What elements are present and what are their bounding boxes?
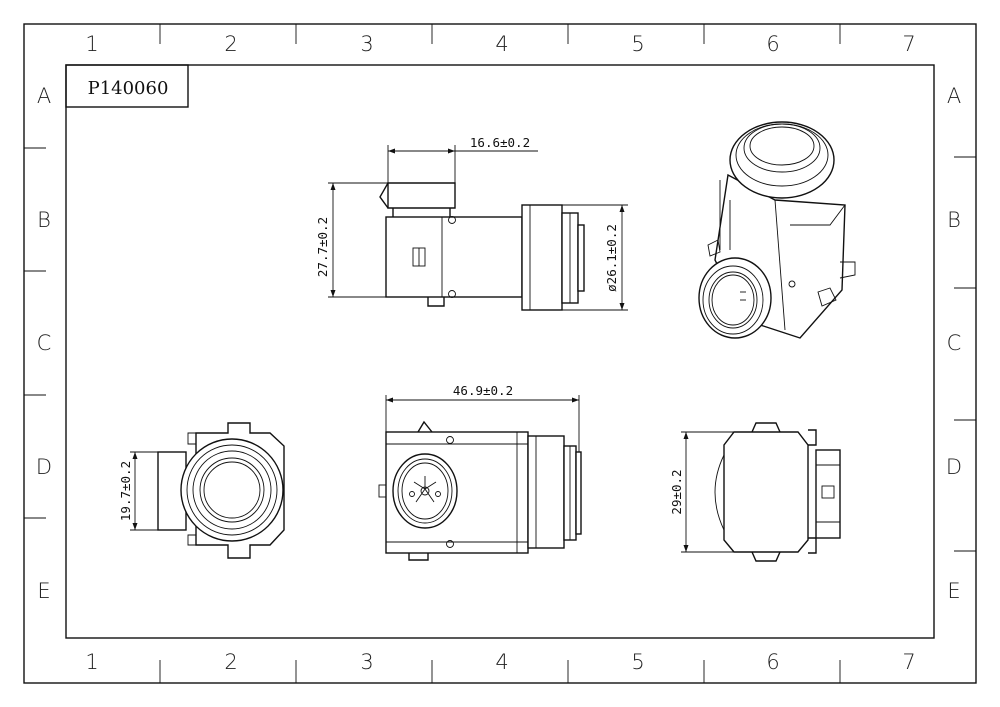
bottom-col-1: 1 — [85, 650, 98, 674]
right-row-c: C — [947, 331, 962, 355]
top-col-6: 6 — [766, 32, 779, 56]
outer-frame — [23, 23, 977, 684]
dimension-top-width: 16.6±0.2 — [387, 135, 538, 183]
bottom-zone-numbers: 1 2 3 4 5 6 7 — [85, 650, 915, 674]
left-zone-letters: A B C D E — [36, 84, 52, 603]
right-row-d: D — [946, 455, 962, 479]
isometric-view — [698, 121, 856, 339]
top-col-7: 7 — [902, 32, 915, 56]
dim-top-width-label: 16.6±0.2 — [470, 135, 530, 150]
bottom-zone-dividers — [159, 660, 841, 683]
left-row-e: E — [37, 579, 50, 603]
bottom-col-5: 5 — [631, 650, 644, 674]
bottom-side-view — [378, 420, 582, 561]
side-view-top — [379, 182, 585, 311]
bottom-col-3: 3 — [360, 650, 373, 674]
top-col-5: 5 — [631, 32, 644, 56]
top-col-1: 1 — [85, 32, 98, 56]
dim-barrel-diameter-label: ø26.1±0.2 — [604, 224, 619, 292]
left-zone-dividers — [24, 147, 46, 519]
right-row-b: B — [947, 208, 961, 232]
front-face-view — [157, 422, 285, 559]
inner-frame — [65, 64, 935, 639]
dim-body-height-label: 29±0.2 — [669, 469, 684, 514]
right-row-a: A — [947, 84, 961, 108]
right-zone-letters: A B C D E — [946, 84, 962, 603]
dimension-side-height: 27.7±0.2 — [315, 182, 388, 298]
part-number-box — [65, 64, 189, 108]
bottom-col-2: 2 — [224, 650, 237, 674]
logo-icon — [409, 476, 441, 503]
top-zone-numbers: 1 2 3 4 5 6 7 — [85, 32, 915, 56]
dim-face-height-label: 19.7±0.2 — [118, 461, 133, 521]
bottom-col-7: 7 — [902, 650, 915, 674]
dim-side-height-label: 27.7±0.2 — [315, 217, 330, 277]
part-number: P140060 — [88, 78, 169, 99]
dimension-face-height: 19.7±0.2 — [118, 451, 158, 531]
left-row-d: D — [36, 455, 52, 479]
bottom-col-6: 6 — [766, 650, 779, 674]
top-view — [714, 422, 841, 562]
dimension-body-height: 29±0.2 — [669, 431, 734, 553]
top-col-2: 2 — [224, 32, 237, 56]
top-col-3: 3 — [360, 32, 373, 56]
dim-overall-length-label: 46.9±0.2 — [453, 383, 513, 398]
right-row-e: E — [947, 579, 960, 603]
left-row-b: B — [37, 208, 51, 232]
bottom-col-4: 4 — [495, 650, 508, 674]
right-zone-dividers — [954, 156, 976, 552]
dimension-barrel-diameter: ø26.1±0.2 — [562, 204, 628, 311]
left-row-a: A — [37, 84, 51, 108]
left-row-c: C — [37, 331, 52, 355]
top-zone-dividers — [159, 24, 841, 44]
top-col-4: 4 — [495, 32, 508, 56]
dimension-overall-length: 46.9±0.2 — [385, 383, 580, 452]
